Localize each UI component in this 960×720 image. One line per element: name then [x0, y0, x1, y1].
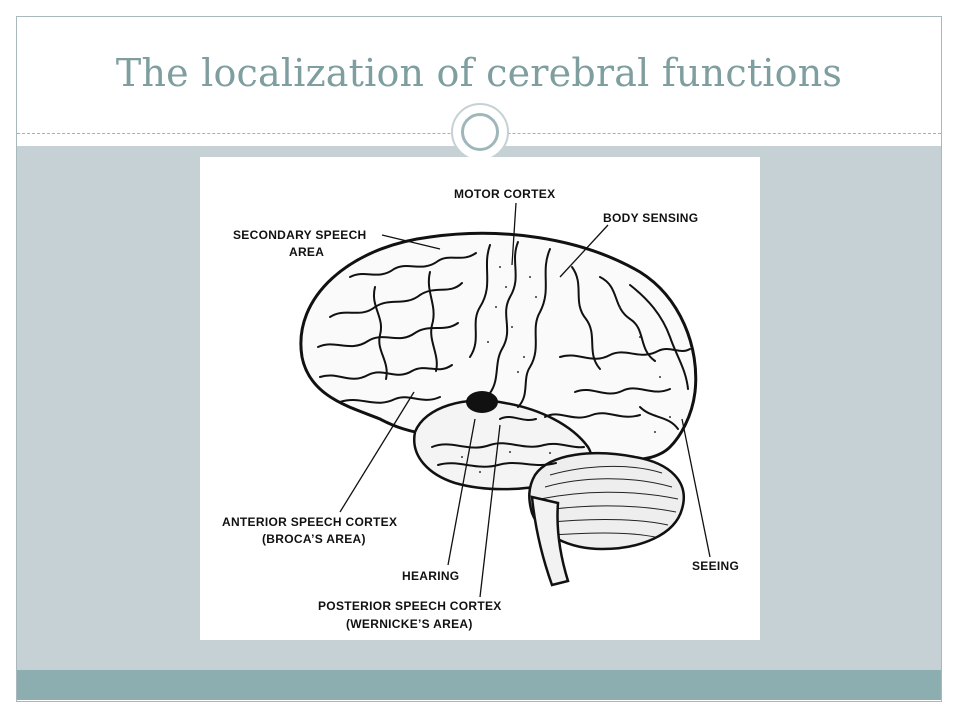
brain-gyri	[317, 241, 691, 468]
label-anterior-speech-line1: ANTERIOR SPEECH CORTEX	[222, 515, 398, 529]
cerebellum	[528, 452, 685, 551]
leader-seeing	[681, 418, 711, 558]
brain-stippling	[461, 266, 671, 473]
leader-body-sensing	[559, 224, 609, 278]
brain-illustration	[299, 202, 711, 598]
circle-ornament-icon	[451, 103, 509, 161]
leader-lines	[339, 202, 711, 598]
brainstem	[530, 495, 570, 587]
label-secondary-speech-line1: SECONDARY SPEECH	[233, 228, 367, 242]
footer-band	[17, 670, 941, 700]
label-hearing: HEARING	[402, 569, 460, 583]
brain-diagram: MOTOR CORTEX BODY SENSING SECONDARY SPEE…	[200, 157, 760, 640]
label-seeing: SEEING	[692, 559, 740, 573]
label-anterior-speech-line2: (BROCA’S AREA)	[262, 532, 366, 546]
leader-anterior-speech	[339, 391, 415, 513]
slide-title: The localization of cerebral functions	[115, 51, 843, 95]
label-posterior-speech-line2: (WERNICKE’S AREA)	[346, 617, 473, 631]
leader-secondary-speech	[381, 234, 441, 250]
label-posterior-speech-line1: POSTERIOR SPEECH CORTEX	[318, 599, 502, 613]
label-body-sensing: BODY SENSING	[603, 211, 699, 225]
leader-posterior-speech	[479, 424, 501, 598]
circle-ornament-ring	[461, 113, 499, 151]
label-motor-cortex: MOTOR CORTEX	[454, 187, 556, 201]
lateral-sulcus-shadow	[466, 391, 498, 413]
leader-motor-cortex	[511, 202, 517, 266]
leader-hearing	[447, 418, 476, 566]
label-secondary-speech-line2: AREA	[289, 245, 325, 259]
